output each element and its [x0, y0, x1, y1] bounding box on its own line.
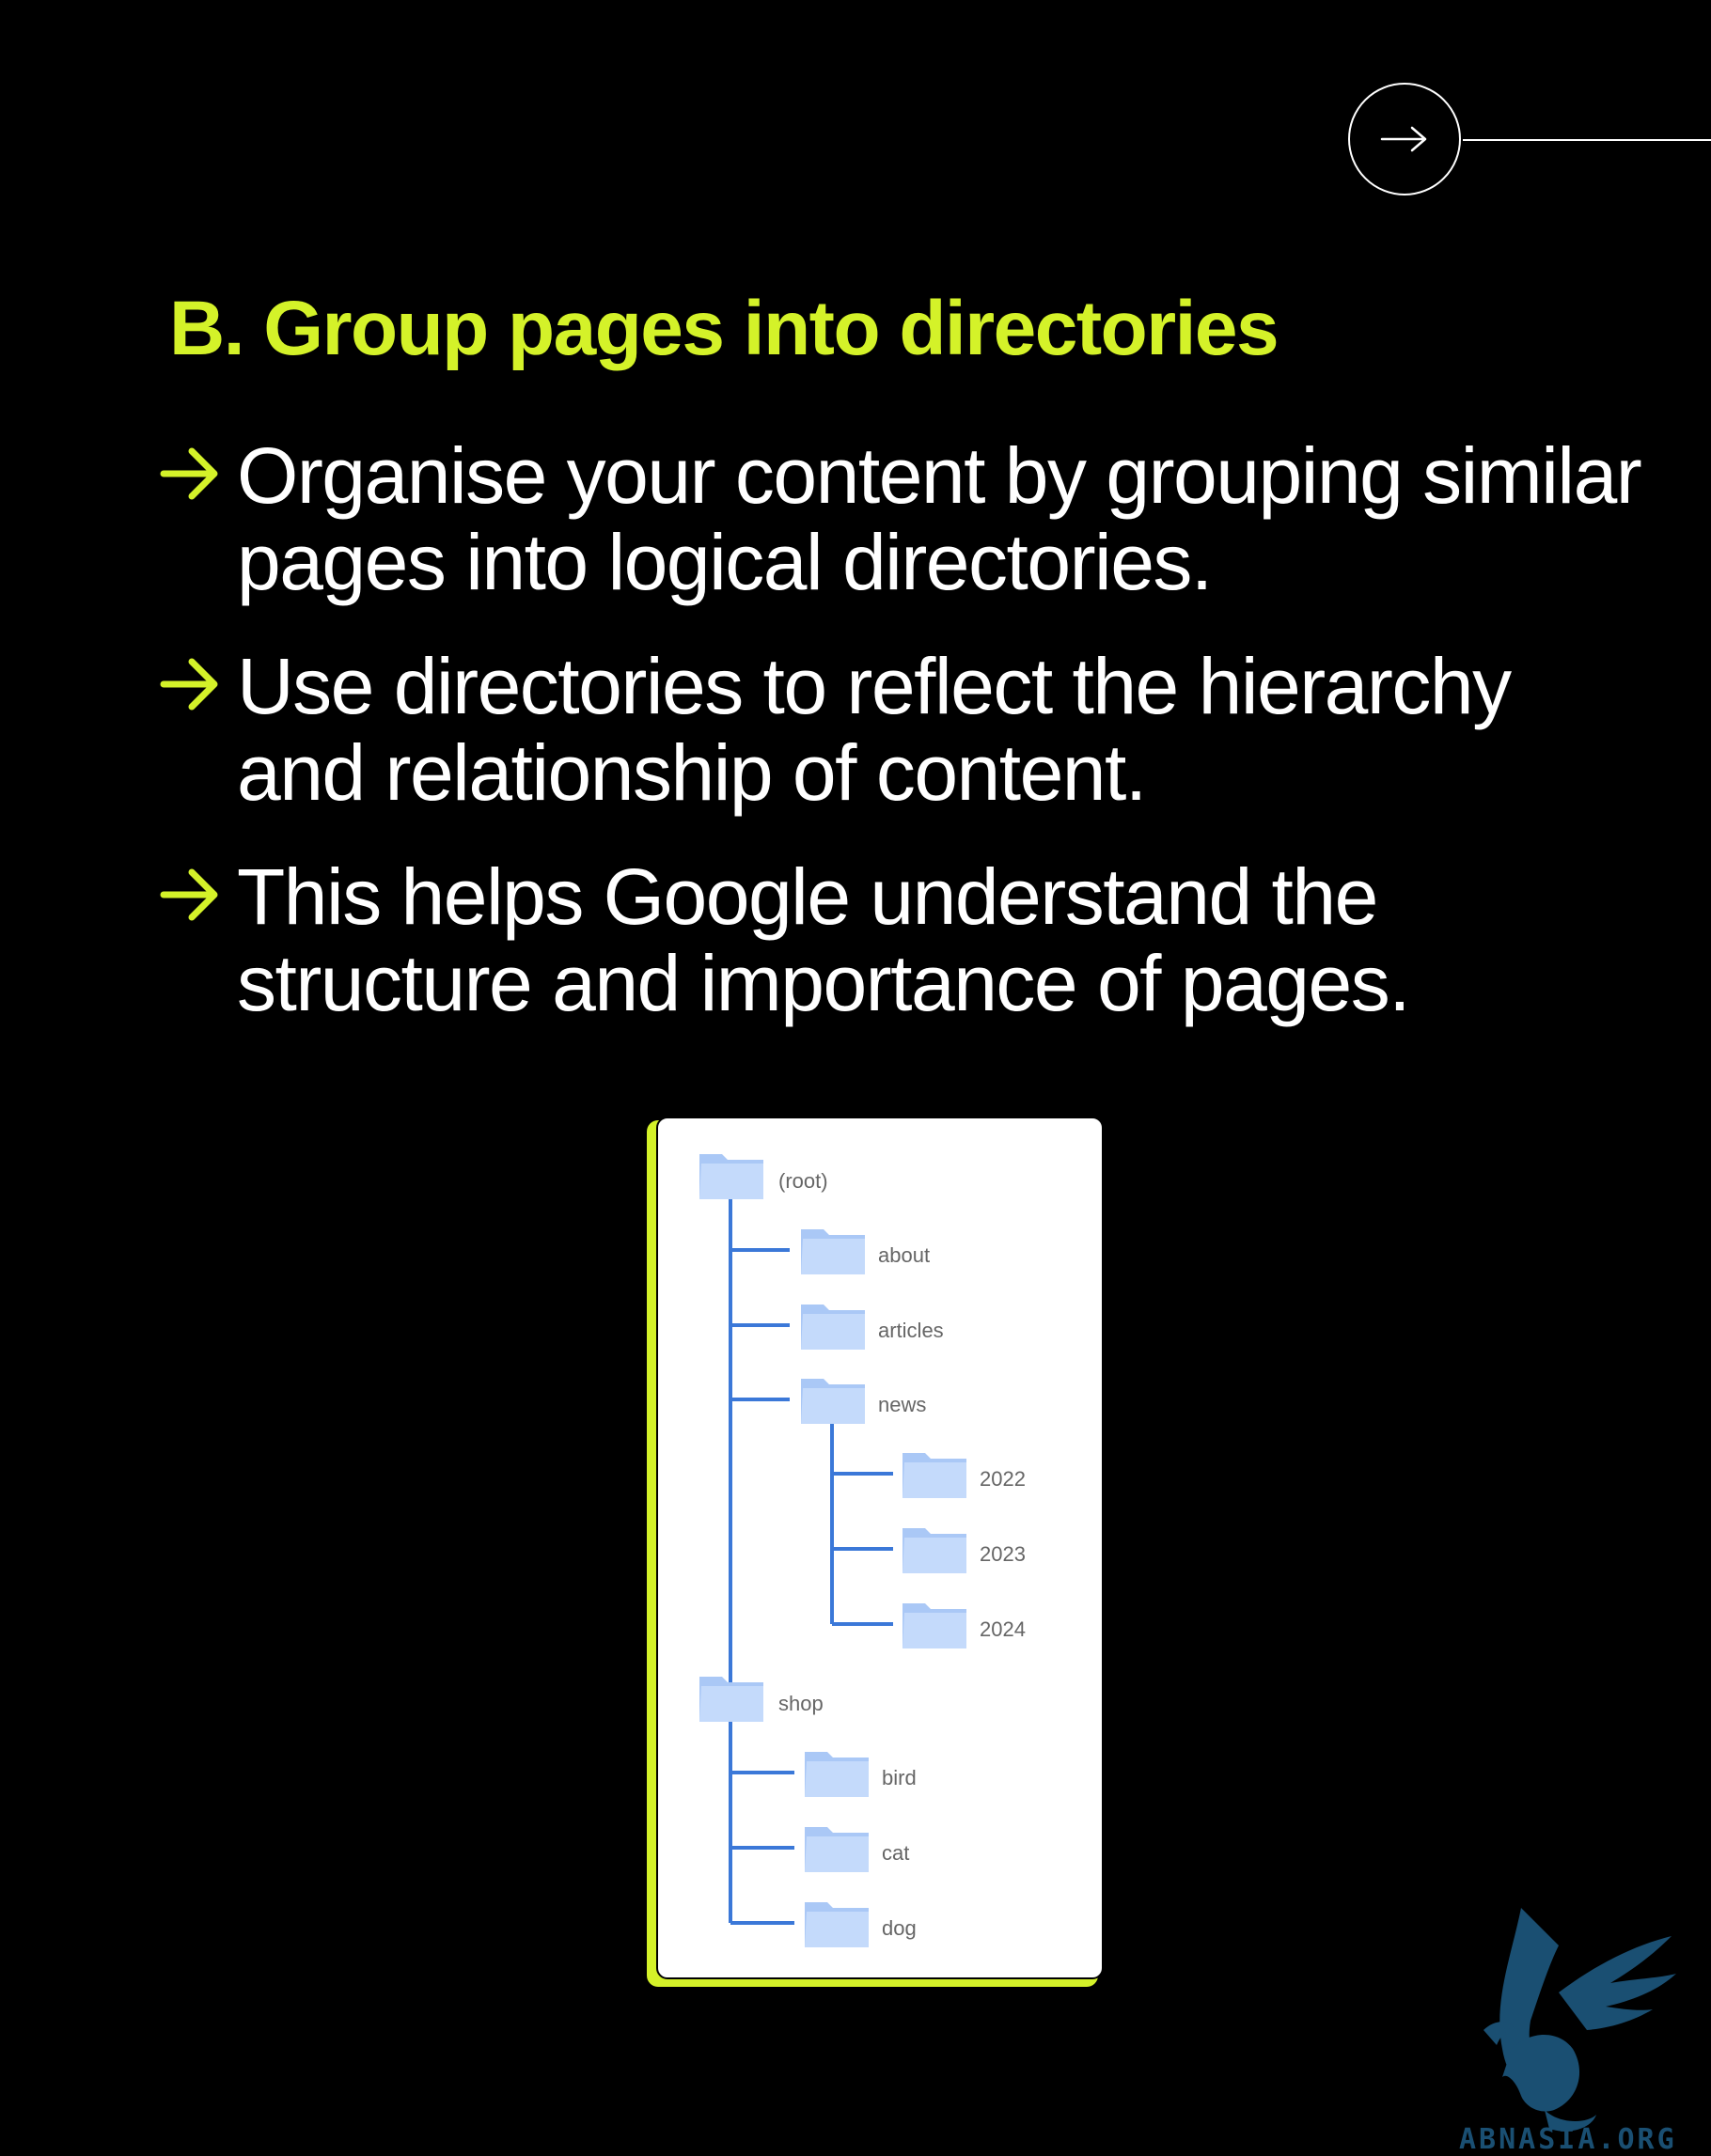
folder-label-2022: 2022: [980, 1467, 1026, 1491]
folder-icon: [903, 1453, 966, 1498]
folder-label-2023: 2023: [980, 1542, 1026, 1566]
tree-connector-lines: [729, 1199, 893, 1925]
folder-label-dog: dog: [882, 1916, 917, 1940]
page-title: B. Group pages into directories: [169, 286, 1279, 371]
arrow-right-icon: [160, 447, 218, 500]
nav-divider-line: [1463, 139, 1711, 141]
bullet-text: Organise your content by grouping simila…: [237, 431, 1642, 606]
folder-icon: [699, 1677, 763, 1722]
folder-icon: [801, 1305, 865, 1350]
folder-label-about: about: [878, 1243, 931, 1267]
folder-icon: [805, 1752, 869, 1797]
next-button[interactable]: [1348, 83, 1461, 195]
folder-label-shop: shop: [778, 1692, 824, 1715]
folder-label-cat: cat: [882, 1841, 910, 1865]
folder-icon: [903, 1603, 966, 1648]
arrow-right-icon: [160, 868, 218, 921]
folder-label-articles: articles: [878, 1319, 944, 1342]
folder-icon: [805, 1827, 869, 1872]
folder-label-root: (root): [778, 1169, 828, 1193]
folder-label-2024: 2024: [980, 1617, 1026, 1641]
arrow-right-icon: [1380, 126, 1427, 152]
folder-icon: [801, 1379, 865, 1424]
bullet-text: This helps Google understand the structu…: [237, 852, 1411, 1027]
griffin-logo-icon: [1483, 1908, 1676, 2132]
folder-icon: [805, 1902, 869, 1947]
folder-label-bird: bird: [882, 1766, 917, 1789]
arrow-right-icon: [160, 658, 218, 711]
bullet-text: Use directories to reflect the hierarchy…: [237, 642, 1512, 817]
folder-icon: [903, 1528, 966, 1573]
folder-label-news: news: [878, 1393, 927, 1416]
folder-icon: [801, 1229, 865, 1274]
directory-tree-card: (root) about articles news 2022 2023 202…: [656, 1117, 1104, 1979]
logo-text: ABNASIA.ORG: [1459, 2123, 1677, 2156]
folder-icon: [699, 1154, 763, 1199]
